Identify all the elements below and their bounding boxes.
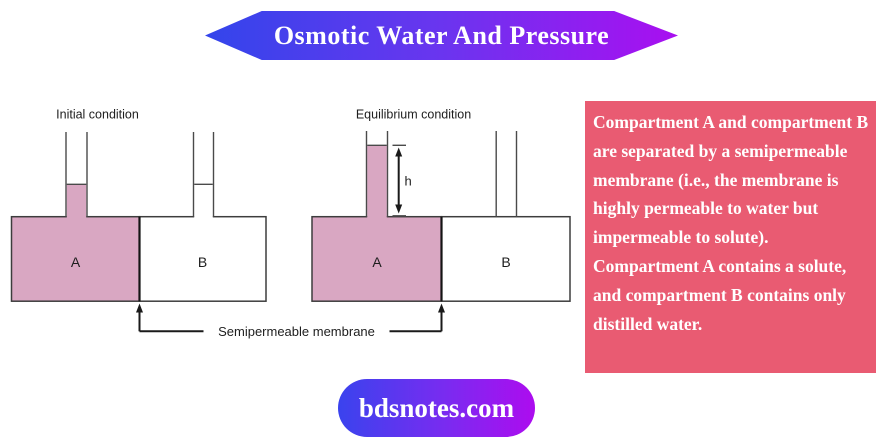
- site-badge-label: bdsnotes.com: [358, 392, 515, 423]
- membrane-arrow-left-head: [136, 303, 143, 313]
- osmosis-diagram: Initial condition A B E: [10, 108, 571, 339]
- membrane-callout: Semipermeable membrane: [136, 303, 445, 339]
- equilibrium-compartment-a-box: [311, 215, 443, 302]
- height-label: h: [405, 174, 412, 189]
- initial-compartment-b-box: [138, 215, 267, 302]
- height-dimension-arrow: [392, 144, 406, 217]
- site-badge: bdsnotes.com: [338, 379, 535, 437]
- initial-condition-figure: Initial condition A B: [10, 108, 267, 302]
- page-title: Osmotic Water And Pressure: [273, 20, 610, 50]
- initial-compartment-a-box: [10, 215, 141, 302]
- initial-compartment-a-label: A: [71, 254, 81, 270]
- initial-condition-title: Initial condition: [56, 108, 139, 122]
- title-banner: Osmotic Water And Pressure: [205, 11, 678, 60]
- equilibrium-compartment-b-label: B: [501, 254, 510, 270]
- height-arrow-up-head: [395, 147, 403, 157]
- initial-tube-a-solution: [66, 184, 87, 219]
- membrane-label: Semipermeable membrane: [218, 324, 375, 339]
- height-arrow-down-head: [395, 204, 403, 214]
- equilibrium-condition-figure: Equilibrium condition A B h: [311, 108, 571, 302]
- initial-compartment-b-label: B: [198, 254, 207, 270]
- equilibrium-condition-title: Equilibrium condition: [356, 108, 471, 122]
- membrane-arrow-right-head: [438, 303, 445, 313]
- equilibrium-compartment-a-label: A: [372, 254, 382, 270]
- note-box: Compartment A and compartment B are sepa…: [585, 101, 876, 373]
- equilibrium-tube-a-solution: [367, 145, 387, 219]
- initial-tube-b-opening: [194, 215, 213, 219]
- note-text: Compartment A and compartment B are sepa…: [593, 112, 869, 334]
